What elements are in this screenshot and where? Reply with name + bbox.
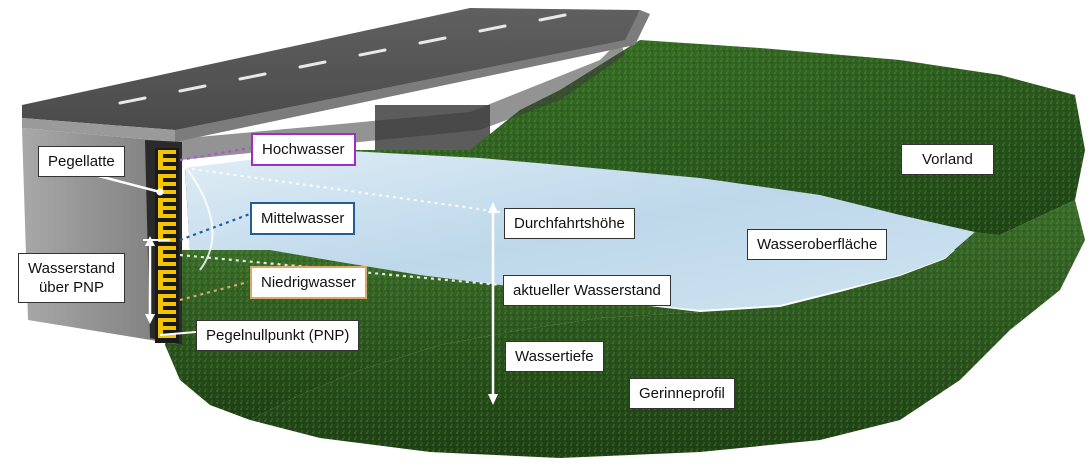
depth-arrow bbox=[488, 202, 498, 405]
gauge-mark bbox=[163, 246, 176, 250]
gauge-mark bbox=[163, 206, 176, 210]
label-pegelnullpunkt: Pegelnullpunkt (PNP) bbox=[196, 320, 360, 351]
gauge-mark bbox=[163, 262, 176, 266]
mittelwasser-line bbox=[179, 212, 251, 242]
bridge-road bbox=[22, 8, 640, 130]
gauge-mark bbox=[158, 294, 163, 314]
label-niedrigwasser: Niedrigwasser bbox=[250, 266, 368, 299]
gauge-mark bbox=[163, 198, 176, 202]
label-wasserstand-ueber-pnp: Wasserstand über PNP bbox=[18, 253, 125, 303]
gauge-mark bbox=[158, 246, 163, 266]
label-pegellatte: Pegellatte bbox=[38, 146, 125, 177]
gauge-mark bbox=[163, 270, 176, 274]
gauge-mark bbox=[163, 214, 176, 218]
gauge-mark bbox=[158, 222, 163, 242]
label-wasserstand-line2: über PNP bbox=[38, 279, 105, 296]
gauge-mark bbox=[163, 302, 176, 306]
gauge-mark bbox=[158, 198, 163, 218]
gauge-mark bbox=[163, 254, 176, 258]
label-durchfahrtshoehe: Durchfahrtshöhe bbox=[504, 208, 635, 239]
pnp-marker bbox=[159, 331, 197, 336]
bridge-shadow bbox=[165, 40, 625, 160]
gauge-mark bbox=[158, 150, 163, 170]
hochwasser-line bbox=[179, 146, 251, 162]
gauge-mark bbox=[163, 150, 176, 154]
gauge-mark bbox=[163, 222, 176, 226]
gauge-mark bbox=[163, 190, 176, 194]
gauge-mark bbox=[163, 310, 176, 314]
gauge-mark bbox=[163, 326, 176, 330]
gauge-mark bbox=[163, 230, 176, 234]
label-wasserstand-line1: Wasserstand bbox=[28, 260, 115, 277]
gauge-mark bbox=[158, 318, 163, 338]
reference-lines bbox=[179, 146, 501, 302]
label-mittelwasser: Mittelwasser bbox=[250, 202, 356, 235]
gauge-mark bbox=[163, 294, 176, 298]
niedrigwasser-line bbox=[179, 280, 249, 302]
label-wasseroberflaeche: Wasseroberfläche bbox=[747, 229, 888, 260]
gauge-mark bbox=[158, 270, 163, 290]
gauge-mark bbox=[163, 278, 176, 282]
gauge-mark bbox=[163, 174, 176, 178]
wasserstand-arrow bbox=[143, 236, 170, 324]
label-vorland: Vorland bbox=[901, 144, 994, 175]
flood-profile-curve bbox=[187, 169, 214, 271]
pegellatte-pointer bbox=[94, 173, 161, 194]
gauge-staff bbox=[155, 148, 179, 343]
gauge-mark bbox=[163, 158, 176, 162]
gauge-mark bbox=[163, 318, 176, 322]
gauge-mark bbox=[163, 286, 176, 290]
label-wassertiefe: Wassertiefe bbox=[505, 341, 604, 372]
label-aktueller-wasserstand: aktueller Wasserstand bbox=[503, 275, 671, 306]
gauge-mark bbox=[163, 182, 176, 186]
gauge-mark bbox=[158, 174, 163, 194]
current-level-line bbox=[179, 253, 501, 287]
gauge-mark bbox=[163, 166, 176, 170]
gauge-mark bbox=[163, 334, 176, 338]
road-markings bbox=[118, 13, 567, 105]
label-hochwasser: Hochwasser bbox=[251, 133, 356, 166]
label-gerinneprofil: Gerinneprofil bbox=[629, 378, 735, 409]
